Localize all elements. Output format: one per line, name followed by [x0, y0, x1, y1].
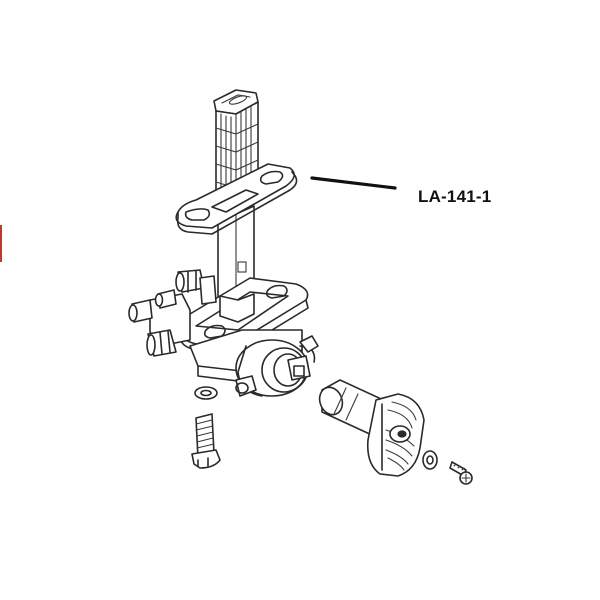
valve-body [128, 269, 319, 397]
washer-left [194, 386, 218, 400]
fuel-lever-handle [318, 379, 425, 477]
small-washer-right [422, 450, 438, 470]
part-number-label: LA-141-1 [418, 187, 492, 206]
mounting-bolt [191, 413, 221, 469]
tank-gasket [175, 163, 298, 235]
leader-line [310, 176, 397, 190]
small-screw-right [449, 461, 473, 485]
